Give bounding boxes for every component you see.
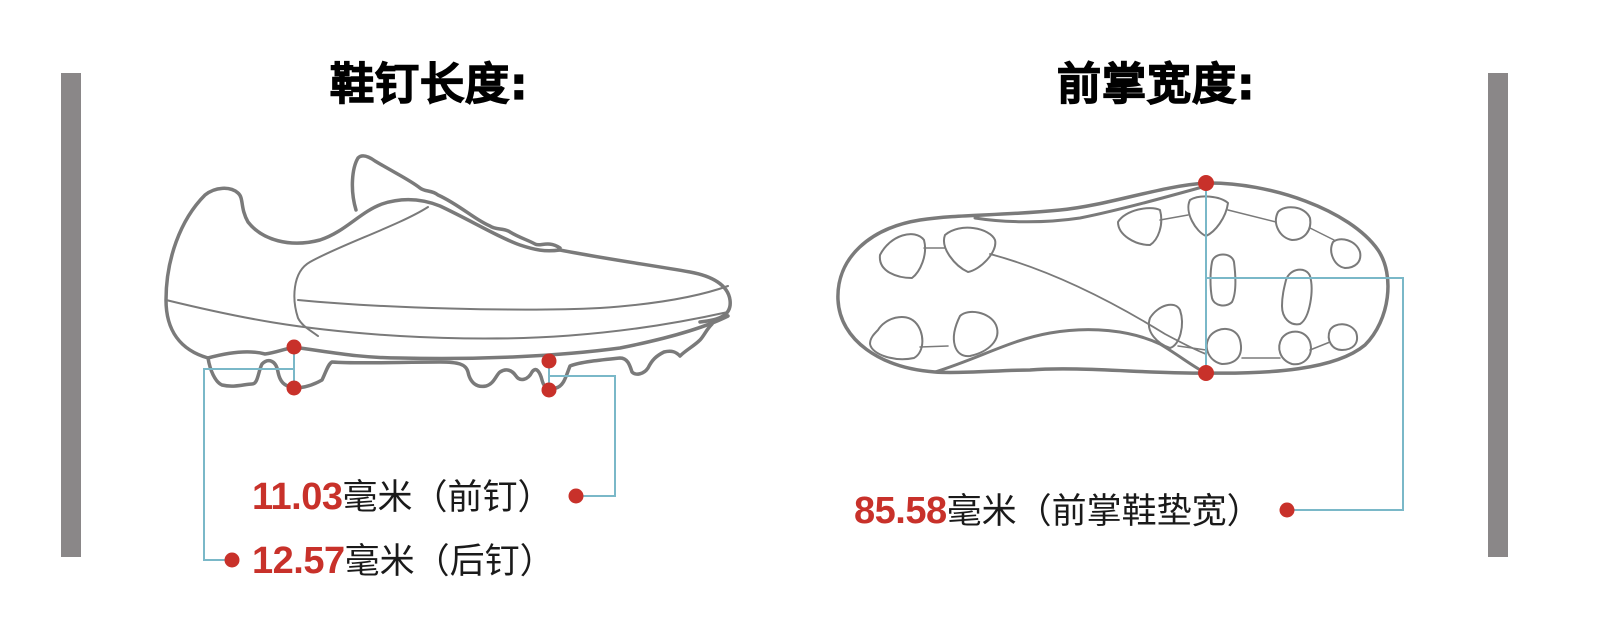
width-connector-lines [1205, 183, 1404, 511]
left-side-bar [61, 73, 81, 557]
stud-measure-dots [224, 339, 584, 568]
boot-sole-view-illustration [836, 181, 1390, 375]
front-stud-value: 11.03 [252, 476, 343, 518]
stud-connector-lines [203, 347, 616, 561]
rear-stud-value: 12.57 [252, 540, 345, 582]
rear-stud-measurement: 12.57毫米（后钉） [252, 542, 555, 580]
front-stud-measurement: 11.03毫米（前钉） [252, 478, 553, 516]
forefoot-width-unit-label: 毫米（前掌鞋垫宽） [946, 492, 1262, 532]
rear-stud-unit-label: 毫米（后钉） [344, 542, 555, 582]
forefoot-width-title: 前掌宽度: [1056, 58, 1256, 110]
front-stud-unit-label: 毫米（前钉） [342, 478, 553, 518]
forefoot-width-measurement: 85.58毫米（前掌鞋垫宽） [854, 492, 1262, 530]
forefoot-width-value: 85.58 [854, 490, 947, 532]
boot-side-view-illustration [164, 154, 732, 391]
right-side-bar [1488, 73, 1508, 557]
stud-length-title: 鞋钉长度: [329, 58, 529, 110]
width-measure-dots [1198, 175, 1295, 518]
